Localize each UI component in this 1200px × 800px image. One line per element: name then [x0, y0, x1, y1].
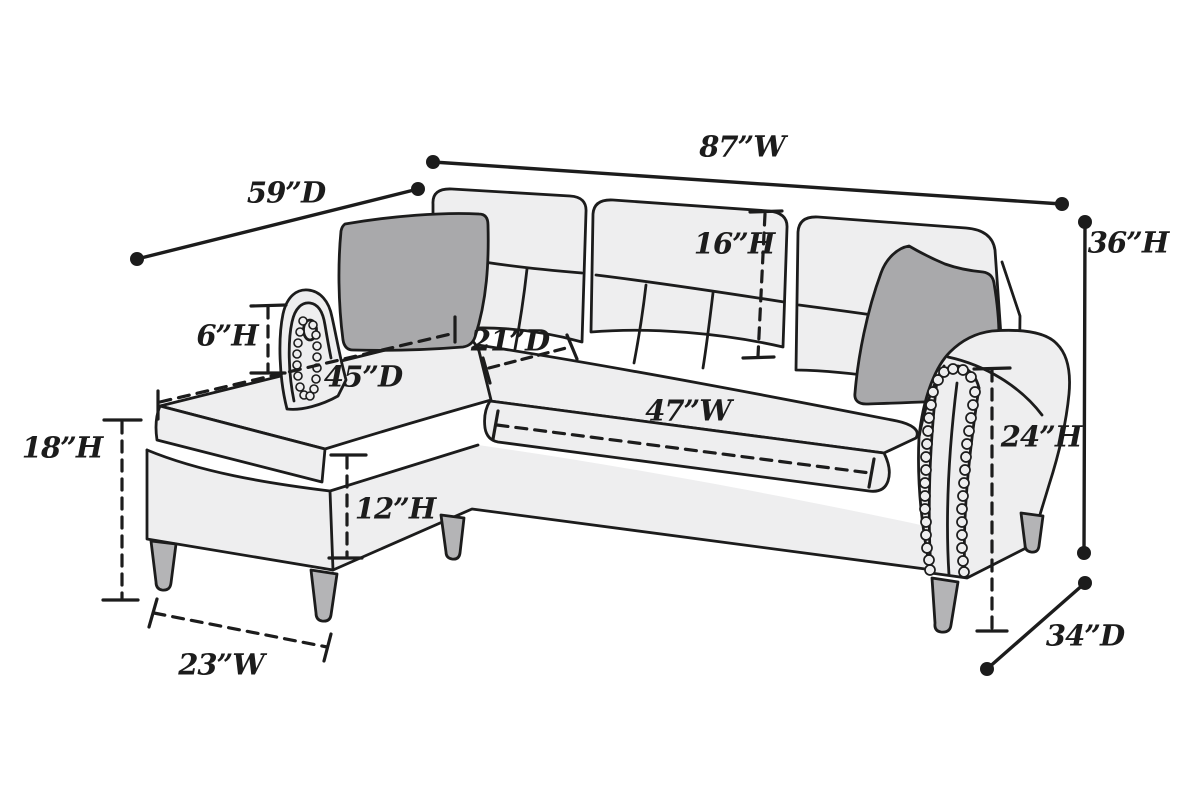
left-accent-pillow — [337, 212, 490, 352]
right-arm-roll — [946, 355, 1044, 417]
dimension-label-overall-height: 36”H — [1087, 225, 1169, 260]
dimension-label-base-height: 12”H — [354, 491, 436, 526]
sofa-drawing — [145, 187, 1071, 634]
seat-front-face — [483, 399, 891, 493]
dimension-line-overall-depth — [130, 182, 425, 266]
tuft-seam — [513, 267, 529, 351]
tuft-seam — [701, 291, 715, 370]
leg — [149, 539, 178, 592]
leg — [309, 568, 339, 623]
dimension-line-chaise-width — [147, 597, 333, 663]
dimension-line-seat-back-height — [741, 209, 784, 360]
dimension-lines — [101, 155, 1092, 676]
base-fill — [147, 445, 967, 574]
dimension-line-seat-depth — [481, 333, 579, 385]
leg — [1019, 511, 1045, 554]
dimension-label-overall-width: 87”W — [699, 129, 786, 164]
dimension-label-chaise-depth: 45”D — [323, 359, 403, 394]
dimension-label-chaise-width: 23”W — [178, 647, 265, 682]
dimension-label-overall-depth: 59”D — [246, 175, 326, 210]
left-arm-scroll — [287, 301, 333, 403]
base-top-crease — [145, 448, 332, 493]
dimension-label-left-arm-rise: 6”H — [196, 318, 258, 353]
dimension-line-chaise-depth — [156, 315, 457, 421]
right-arm-welt — [946, 381, 959, 577]
leg — [930, 576, 960, 634]
tuft-seam — [632, 283, 648, 365]
right-arm-nailhead-trim — [919, 363, 981, 578]
dimension-line-side-depth — [980, 576, 1092, 676]
dimension-label-side-depth: 34”D — [1045, 618, 1125, 653]
dimension-label-arm-height: 24”H — [1000, 419, 1082, 454]
dimension-line-arm-height — [972, 366, 1012, 633]
back-cushion-middle — [589, 198, 789, 349]
dimension-line-seat-height — [101, 418, 143, 602]
dimension-label-seat-width: 47”W — [645, 393, 732, 428]
dimension-label-seat-back-height: 16”H — [693, 226, 775, 261]
dimension-line-overall-height — [1077, 215, 1092, 560]
sofa-legs — [149, 511, 1045, 634]
seat-cushion — [476, 343, 919, 493]
dimension-line-overall-width — [426, 155, 1069, 211]
left-arm-nailhead-trim — [292, 316, 322, 401]
dimension-line-base-height — [327, 453, 368, 560]
base-inner-corner — [328, 443, 480, 493]
dimension-line-seat-width — [491, 409, 876, 489]
left-arm — [278, 288, 348, 411]
leg — [439, 513, 466, 561]
dimension-label-seat-height: 18”H — [21, 430, 103, 465]
dimension-label-seat-depth: 21”D — [470, 323, 550, 358]
